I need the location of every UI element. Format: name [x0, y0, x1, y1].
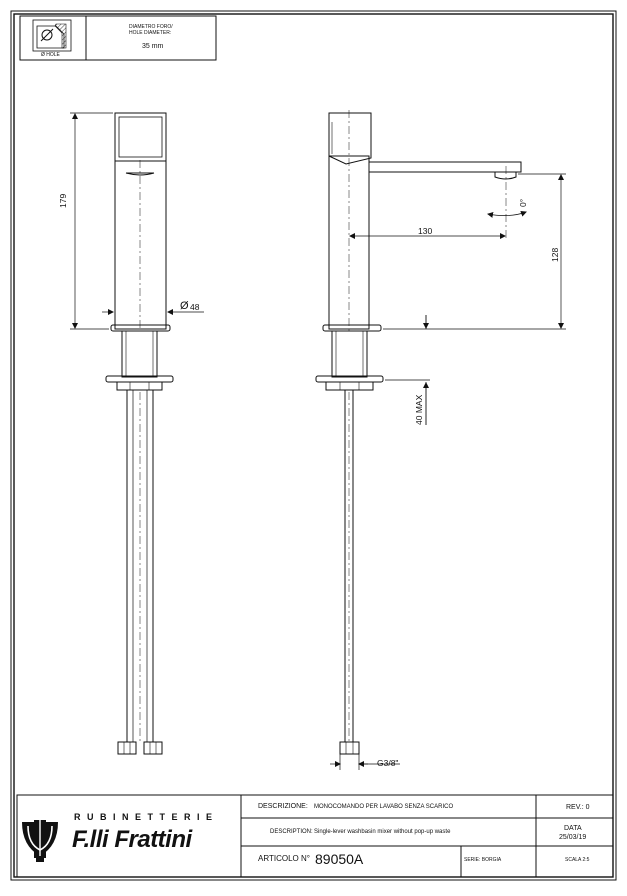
side-nut	[325, 381, 374, 391]
side-dimensions	[330, 173, 566, 770]
frattini-logo-icon	[22, 818, 58, 862]
descrizione-label: DESCRIZIONE:	[258, 803, 308, 810]
side-base-plate	[322, 324, 382, 332]
front-handle	[114, 112, 167, 162]
title-block	[16, 794, 614, 878]
side-shank	[331, 330, 368, 378]
serie-label: SERIE: BORGIA	[464, 857, 502, 863]
dim-angle-label: 0°	[518, 198, 528, 207]
dim-max-thickness-label: 40 MAX	[414, 394, 424, 425]
description-label: DESCRIPTION:	[270, 829, 313, 835]
inner-border	[13, 13, 614, 878]
hole-diameter-label-en: HOLE DIAMETER:	[129, 30, 172, 36]
data-label: DATA	[564, 825, 582, 832]
dim-diameter-label: 48	[190, 302, 200, 312]
front-shank	[121, 330, 158, 378]
front-body	[114, 160, 167, 330]
front-base-plate	[110, 324, 171, 332]
description-value: Single-lever washbasin mixer without pop…	[314, 829, 451, 835]
front-view	[105, 112, 174, 755]
rev-label: REV.: 0	[566, 804, 590, 811]
brand-top-text: RUBINETTERIE	[74, 812, 219, 822]
front-nut	[116, 381, 163, 391]
spout	[369, 161, 522, 173]
dim-reach-label: 130	[418, 226, 433, 236]
brand-name: F.lli Frattini	[72, 826, 192, 853]
hole-icon	[32, 19, 72, 52]
hole-diameter-box	[19, 15, 217, 61]
dim-spout-height-label: 128	[550, 247, 560, 262]
side-hose-nut	[339, 741, 360, 755]
front-hose-nut-right	[143, 741, 163, 755]
scala-label: SCALA 2:5	[565, 857, 590, 863]
hole-diameter-value: 35 mm	[142, 43, 164, 50]
data-value: 25/03/19	[559, 834, 587, 841]
outer-border	[10, 10, 617, 881]
dim-connection-label: G3/8"	[377, 758, 399, 768]
hole-icon-caption: Ø HOLE	[41, 52, 60, 58]
side-handle	[328, 112, 372, 165]
articolo-value: 89050A	[315, 851, 364, 867]
side-view	[315, 110, 522, 755]
angle-arc	[487, 210, 527, 218]
articolo-label: ARTICOLO N°	[258, 854, 310, 863]
hole-diameter-label-it: DIAMETRO FORO/	[129, 24, 173, 30]
descrizione-value: MONOCOMANDO PER LAVABO SENZA SCARICO	[314, 804, 454, 810]
dim-diameter-symbol: Ø	[180, 300, 189, 312]
front-hose-nut-left	[117, 741, 137, 755]
dim-height-label: 179	[58, 193, 68, 208]
front-dimensions	[70, 112, 204, 330]
